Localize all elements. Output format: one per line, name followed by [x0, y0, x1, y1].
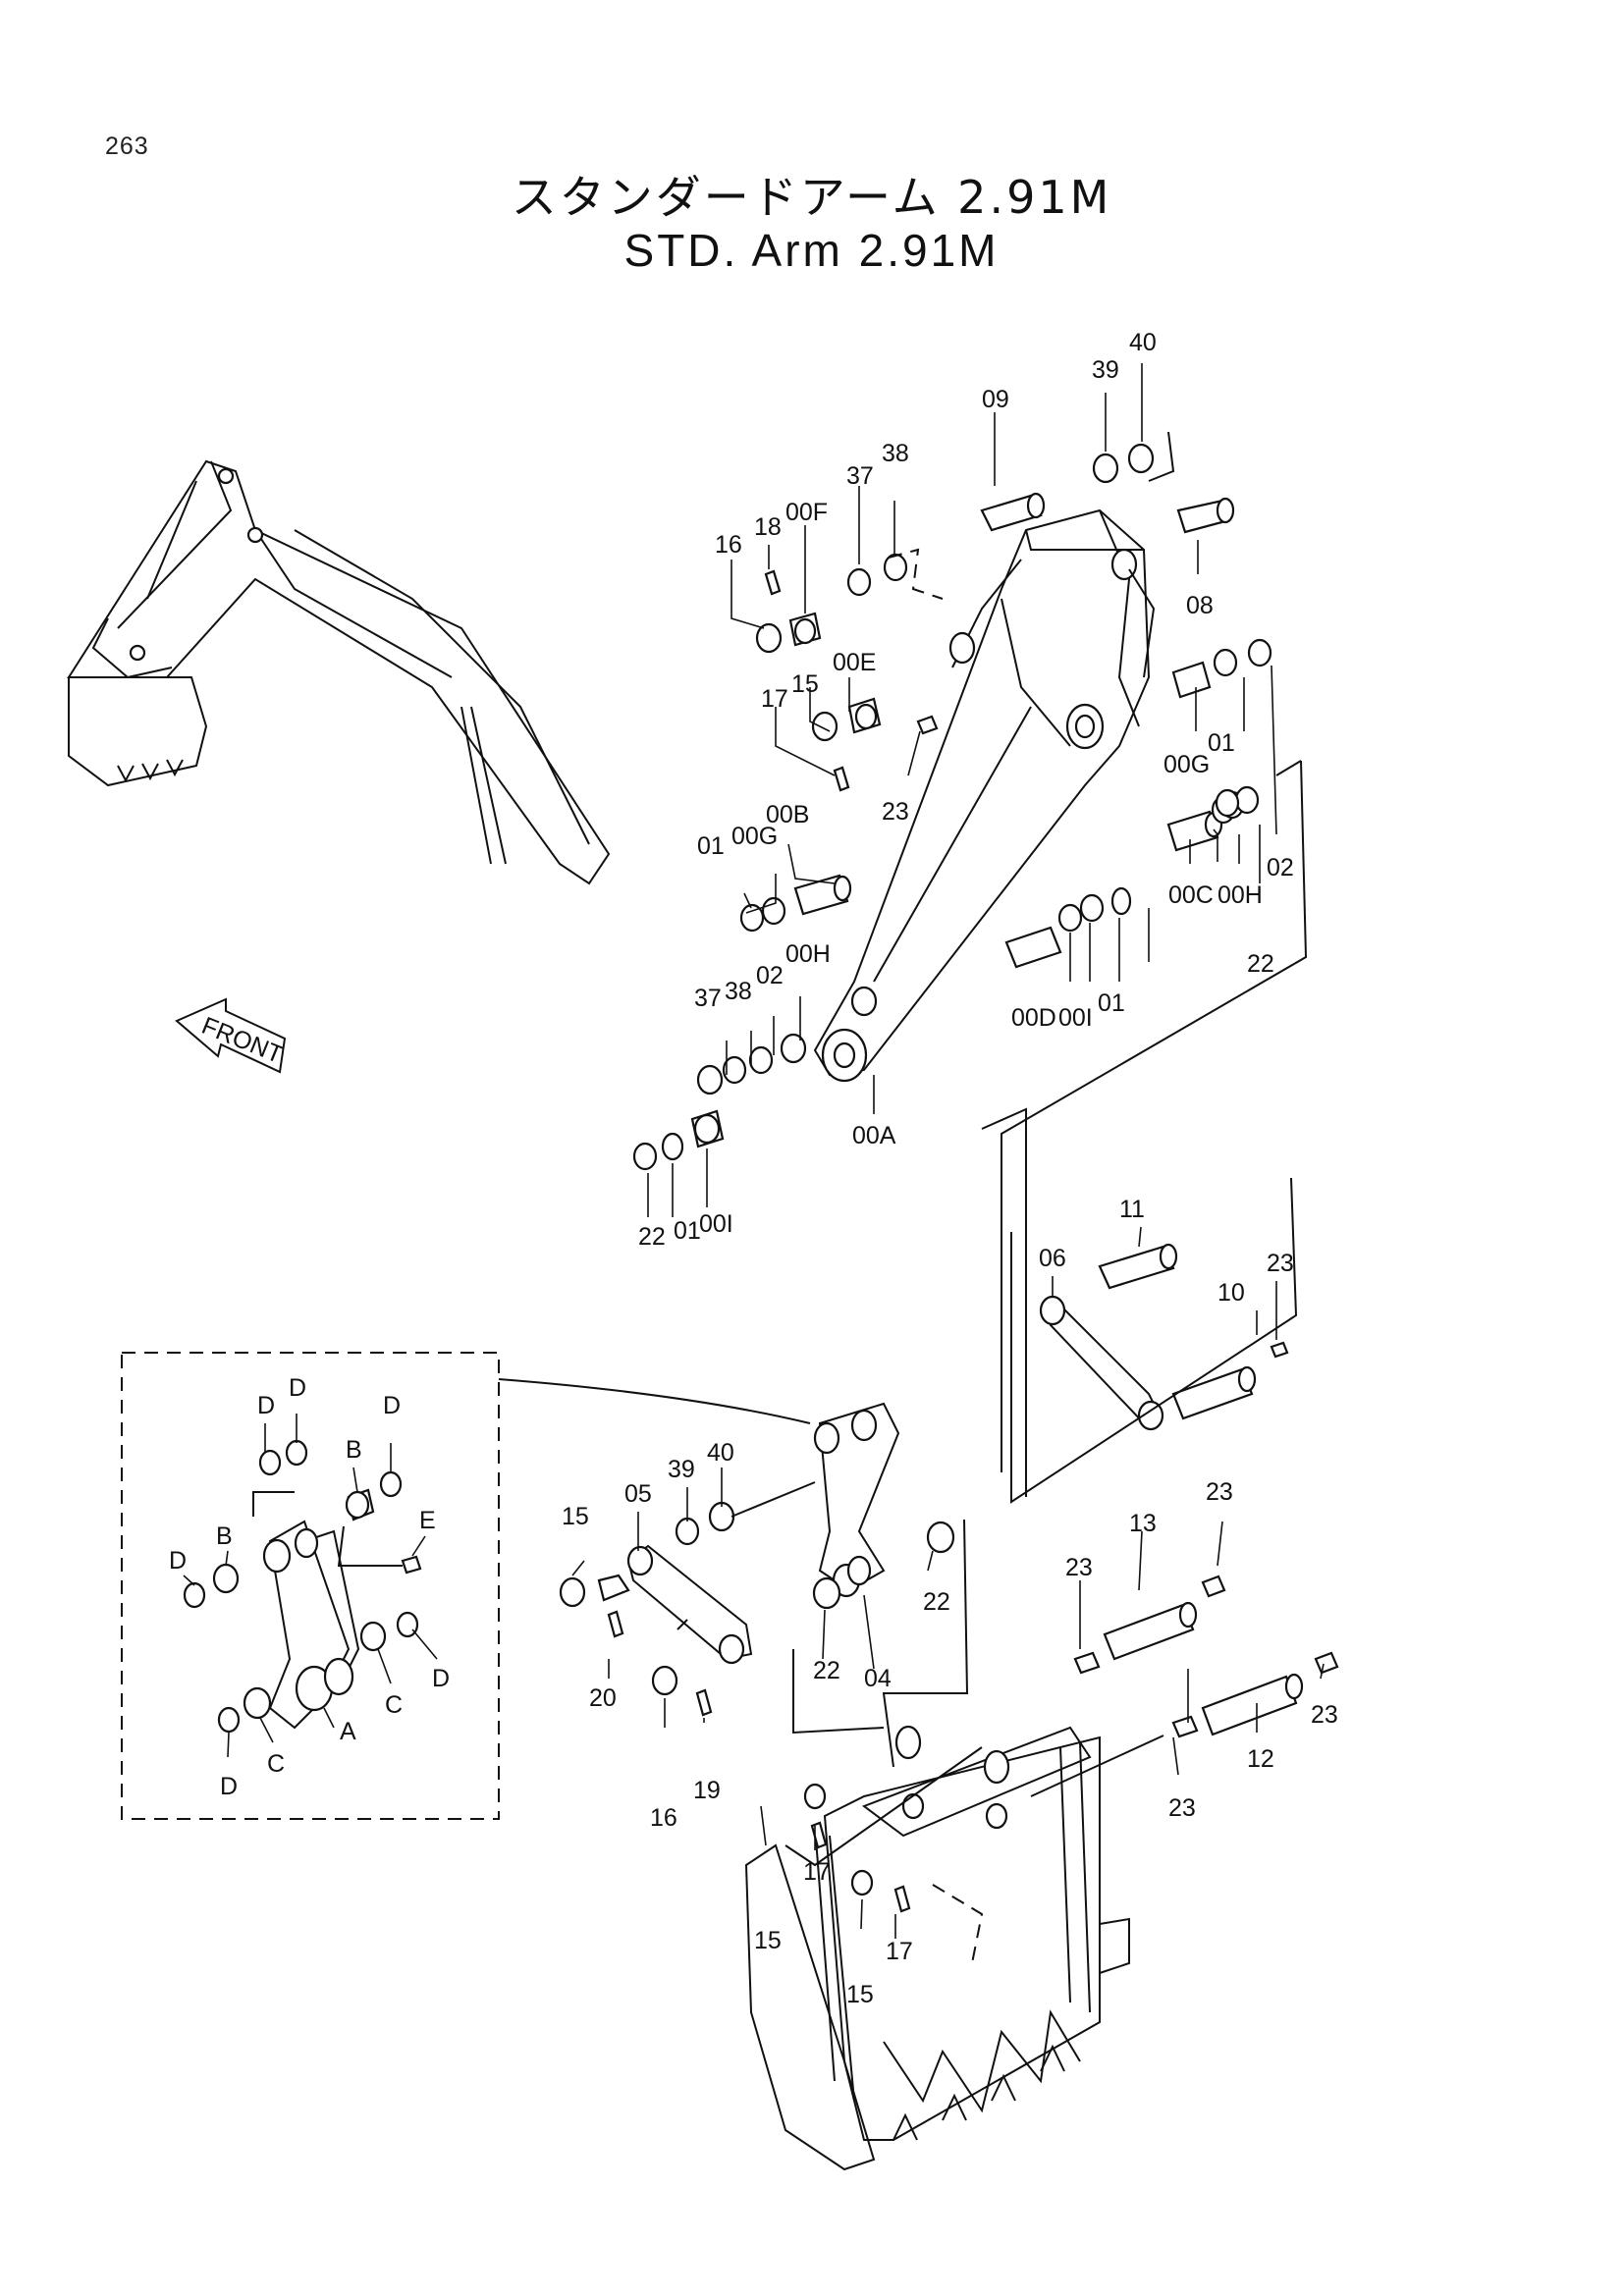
callout-15: 15 [791, 670, 819, 698]
callout-16: 16 [650, 1804, 677, 1832]
callout-22: 22 [813, 1657, 840, 1684]
callout-01: 01 [674, 1217, 701, 1245]
callout-22: 22 [638, 1223, 666, 1251]
callout-23: 23 [1311, 1701, 1338, 1729]
detail-callout-B: B [216, 1522, 233, 1550]
callout-10: 10 [1217, 1279, 1245, 1307]
callout-labels: 09 39 40 37 38 16 18 00F 08 00E 15 17 23… [562, 329, 1338, 2008]
callout-20: 20 [589, 1684, 617, 1712]
detail-callout-E: E [419, 1507, 436, 1534]
callout-00A: 00A [852, 1122, 896, 1149]
callout-00H: 00H [1217, 881, 1263, 909]
callout-01: 01 [1208, 729, 1235, 757]
callout-37: 37 [694, 985, 722, 1012]
callout-11: 11 [1119, 1196, 1145, 1223]
callout-38: 38 [725, 978, 752, 1005]
callout-23: 23 [1065, 1554, 1093, 1581]
callout-01: 01 [1098, 989, 1125, 1017]
detail-callout-D: D [257, 1392, 275, 1419]
detail-callout-B: B [346, 1436, 362, 1464]
callout-17: 17 [761, 685, 788, 713]
bucket-pins [1030, 1575, 1339, 1797]
callout-00E: 00E [833, 649, 876, 676]
callout-06: 06 [1039, 1245, 1066, 1272]
callout-04: 04 [864, 1665, 892, 1692]
callout-01: 01 [697, 832, 725, 860]
callout-23: 23 [1206, 1478, 1233, 1506]
callout-38: 38 [882, 440, 909, 467]
callout-00F: 00F [785, 499, 828, 526]
arm-head-parts [632, 431, 1308, 1497]
detail-callout-D: D [289, 1374, 306, 1402]
callout-39: 39 [668, 1456, 695, 1483]
detail-callout-labels: D D D B E B D D C A C D [169, 1374, 450, 1800]
callout-00G: 00G [1163, 751, 1210, 778]
title-english: STD. Arm 2.91M [623, 225, 1000, 276]
callout-17: 17 [886, 1938, 913, 1965]
callout-00I: 00I [1058, 1004, 1093, 1032]
detail-callout-C: C [267, 1750, 285, 1778]
callout-12: 12 [1247, 1745, 1274, 1773]
detail-callout-D: D [169, 1547, 187, 1575]
callout-40: 40 [707, 1439, 734, 1467]
callout-08: 08 [1186, 592, 1214, 619]
callout-16: 16 [715, 531, 742, 559]
callout-00G: 00G [731, 823, 778, 850]
callout-23: 23 [882, 798, 909, 826]
callout-00H: 00H [785, 940, 831, 968]
arm-body [813, 508, 1156, 1083]
callout-18: 18 [754, 513, 782, 541]
callout-22: 22 [1247, 950, 1274, 978]
detail-callout-D: D [220, 1773, 238, 1800]
page-number: 263 [105, 133, 149, 160]
leader-lines [183, 363, 1325, 1939]
callout-00C: 00C [1168, 881, 1214, 909]
title-japanese: スタンダードアーム 2.91M [511, 171, 1112, 224]
callout-19: 19 [693, 1777, 721, 1804]
callout-00I: 00I [699, 1210, 733, 1238]
bucket [744, 1725, 1130, 2171]
callout-37: 37 [846, 462, 874, 490]
callout-22: 22 [923, 1588, 950, 1616]
detail-callout-D: D [383, 1392, 401, 1419]
callout-13: 13 [1129, 1510, 1157, 1537]
callout-09: 09 [982, 386, 1009, 413]
detail-inset [121, 1352, 811, 1820]
callout-15: 15 [754, 1927, 782, 1954]
callout-15: 15 [562, 1503, 589, 1530]
callout-15: 15 [846, 1981, 874, 2008]
callout-02: 02 [756, 962, 784, 989]
front-label: FRONT [198, 1012, 287, 1069]
detail-callout-A: A [340, 1718, 356, 1745]
front-direction-arrow: FRONT [175, 997, 287, 1074]
callout-17: 17 [803, 1858, 831, 1886]
detail-callout-D: D [432, 1665, 450, 1692]
callout-00B: 00B [766, 801, 809, 828]
excavator-overview-sketch [67, 459, 611, 885]
callout-00D: 00D [1011, 1004, 1056, 1032]
callout-02: 02 [1267, 854, 1294, 881]
callout-39: 39 [1092, 356, 1119, 384]
callout-40: 40 [1129, 329, 1157, 356]
callout-23: 23 [1267, 1250, 1294, 1277]
bucket-link-parts [559, 1177, 1298, 1768]
callout-05: 05 [624, 1480, 652, 1508]
callout-23: 23 [1168, 1794, 1196, 1822]
detail-callout-C: C [385, 1691, 403, 1719]
